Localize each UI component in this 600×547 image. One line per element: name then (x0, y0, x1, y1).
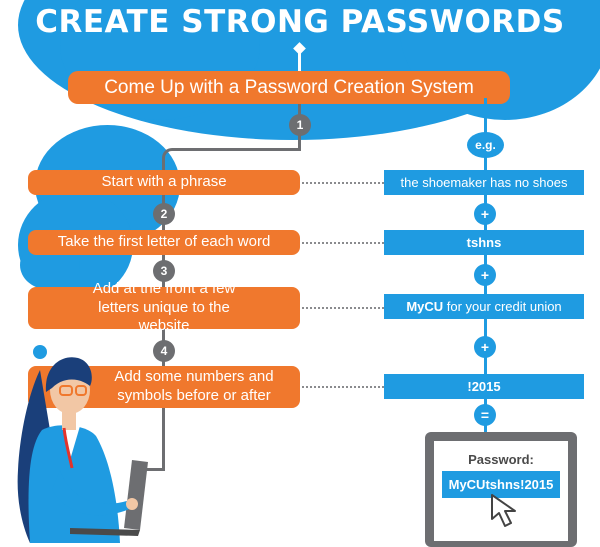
example-3-rest: for your credit union (443, 299, 562, 314)
dotted-connector (302, 307, 384, 309)
plus-icon: + (474, 264, 496, 286)
dotted-connector (302, 386, 384, 388)
plus-icon: + (474, 203, 496, 225)
example-4-box: !2015 (384, 374, 584, 399)
eg-badge: e.g. (467, 132, 504, 158)
step-badge-4: 4 (153, 340, 175, 362)
main-step-box: Come Up with a Password Creation System (68, 71, 510, 104)
step-1-box: Start with a phrase (28, 170, 300, 195)
woman-with-laptop-illustration (17, 357, 148, 543)
step-3-box: Add at the front a few letters unique to… (28, 280, 300, 334)
example-1-box: the shoemaker has no shoes (384, 170, 584, 195)
step-badge-1: 1 (289, 114, 311, 136)
step-badge-2: 2 (153, 203, 175, 225)
step-2-box: Take the first letter of each word (28, 230, 300, 255)
page-title: CREATE STRONG PASSWORDS (35, 4, 565, 40)
example-3-bold: MyCU (406, 299, 444, 314)
plus-icon: + (474, 336, 496, 358)
dotted-connector (302, 242, 384, 244)
dotted-connector (302, 182, 384, 184)
step-badge-3: 3 (153, 260, 175, 282)
step-4-text: Add some numbers and symbols before or a… (114, 368, 274, 404)
example-2-box: tshns (384, 230, 584, 255)
equals-icon: = (474, 404, 496, 426)
password-label: Password: (468, 452, 534, 467)
step-3-text: Add at the front a few letters unique to… (92, 279, 236, 335)
example-3-box: MyCU for your credit union (384, 294, 584, 319)
cursor-arrow-icon (491, 494, 516, 527)
connector-line (298, 52, 301, 72)
password-field: MyCUtshns!2015 (442, 471, 560, 498)
